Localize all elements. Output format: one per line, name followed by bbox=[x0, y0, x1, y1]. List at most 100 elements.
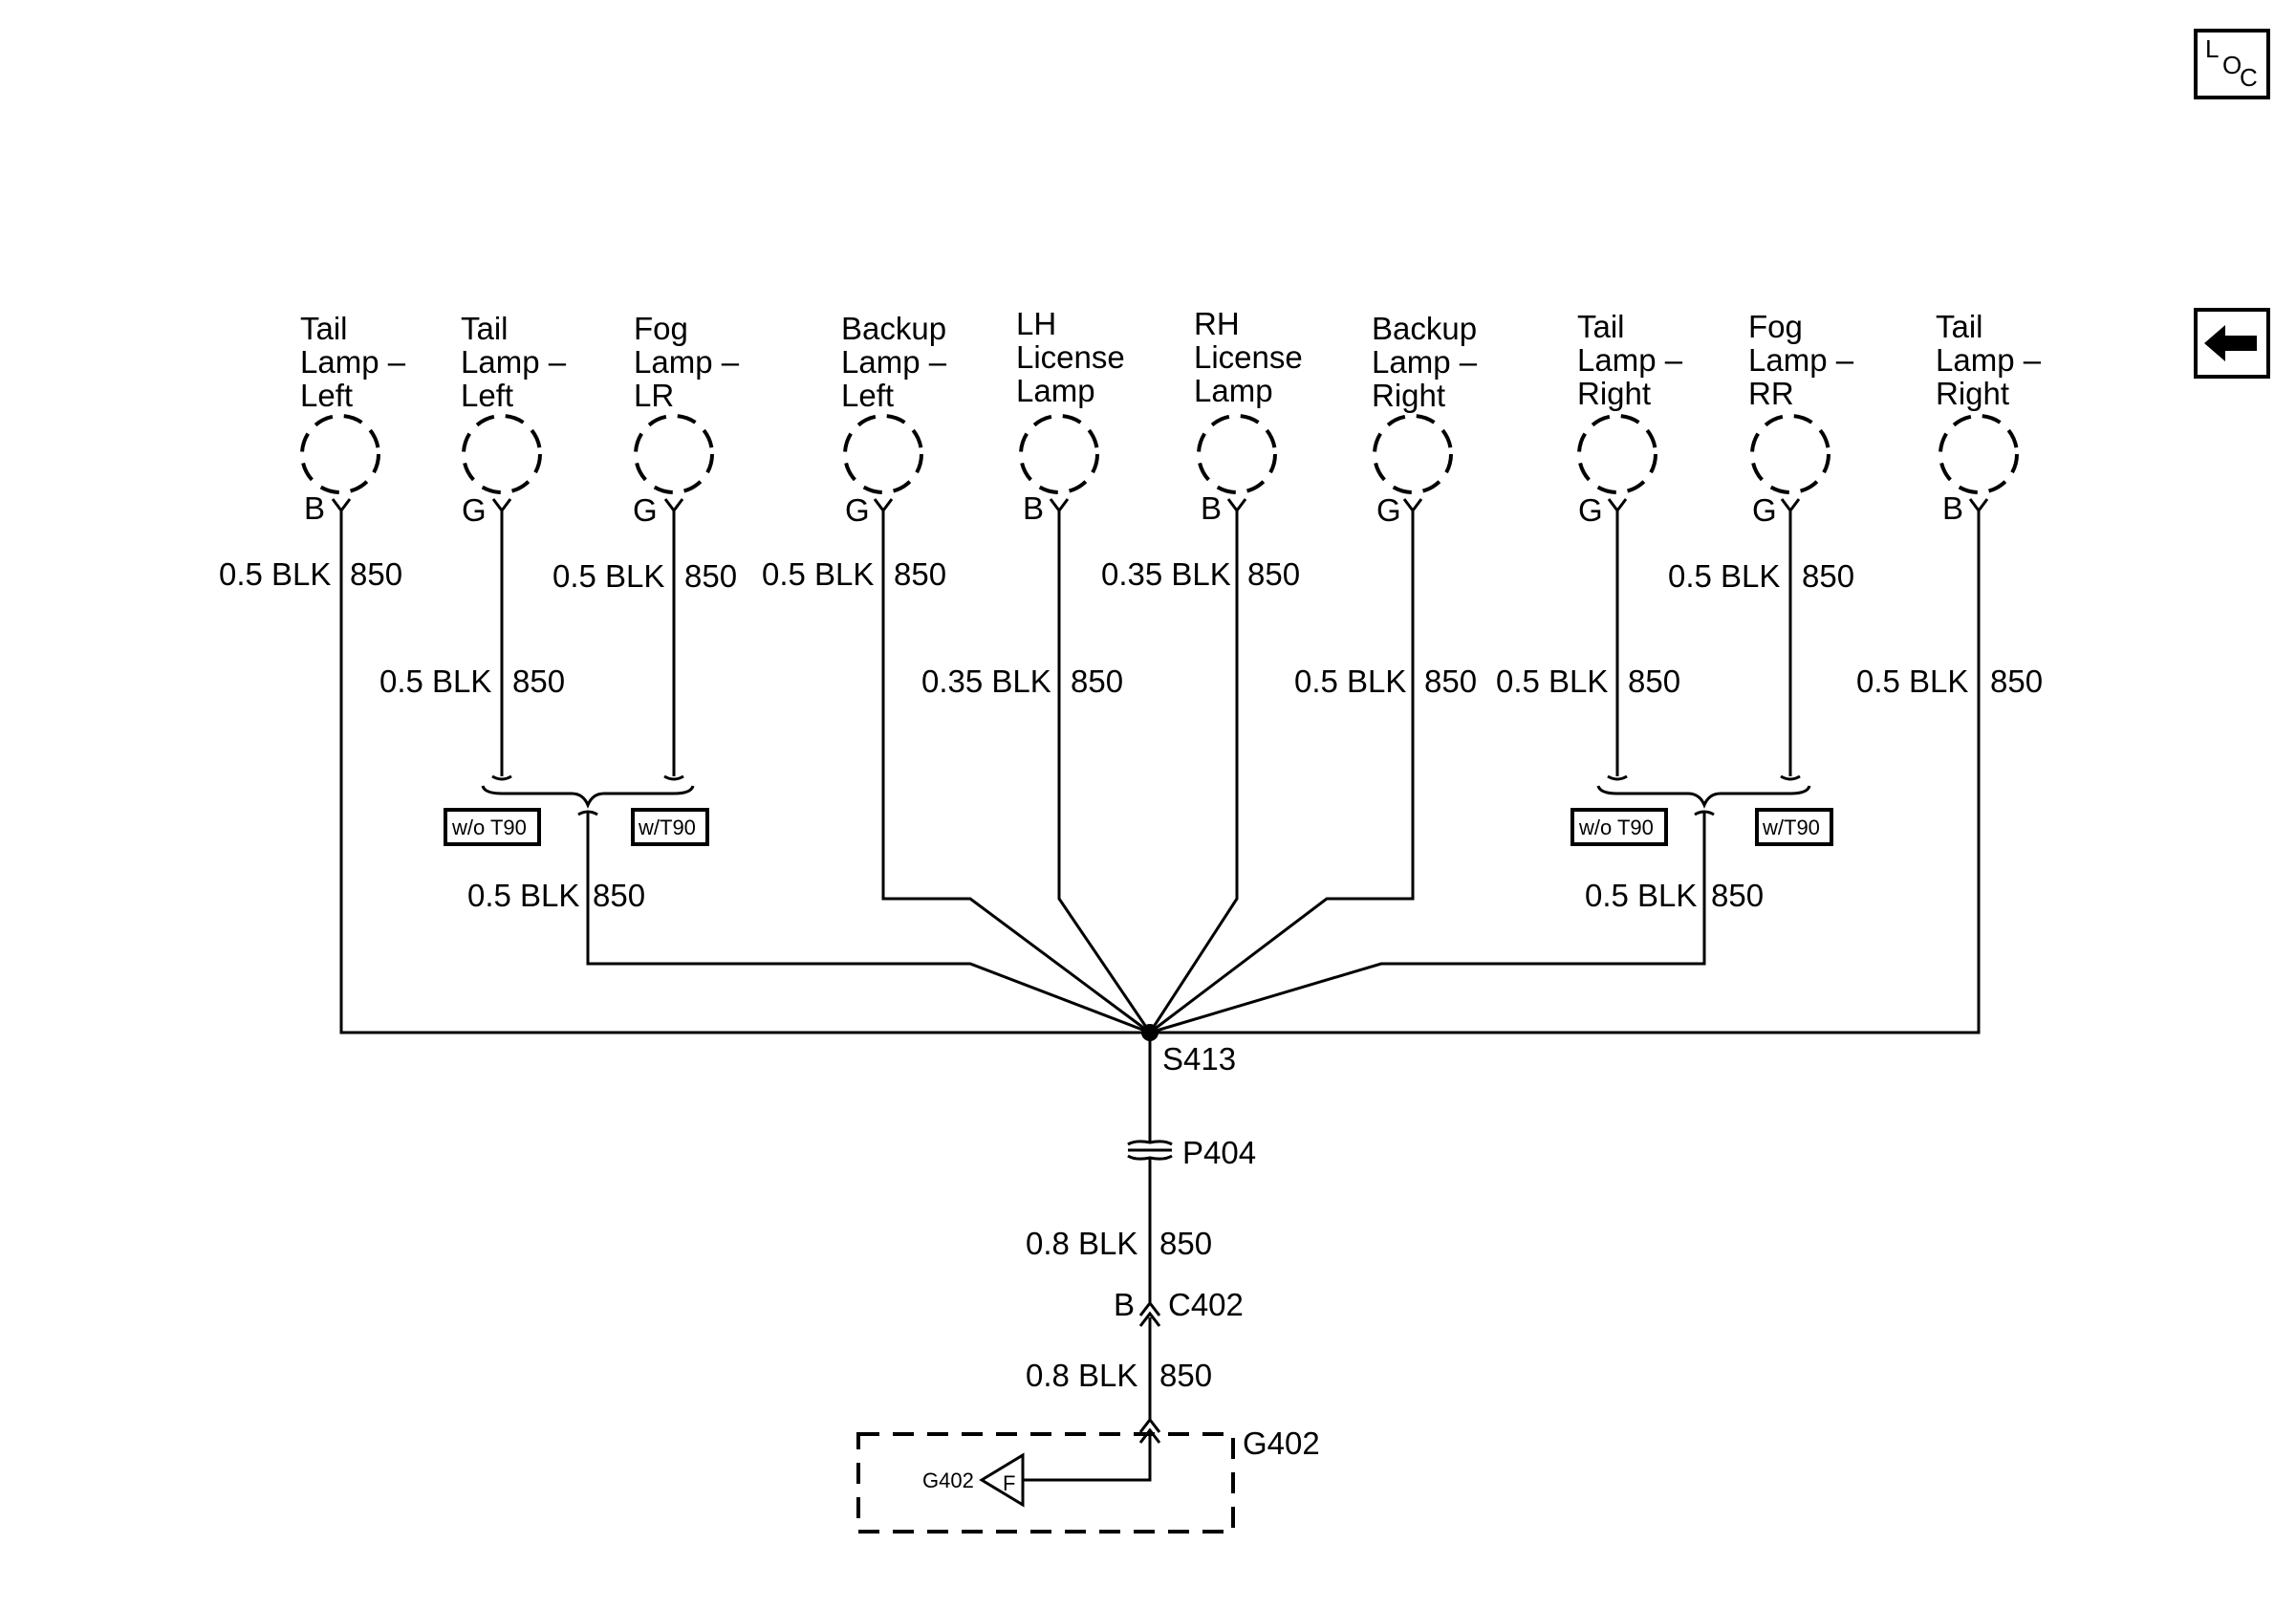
svg-text:G402: G402 bbox=[922, 1469, 974, 1492]
svg-text:850: 850 bbox=[684, 558, 737, 594]
svg-text:Lamp –: Lamp – bbox=[1372, 344, 1478, 380]
terminal-y-marks bbox=[331, 498, 1989, 513]
terminal-label: G bbox=[462, 492, 487, 528]
terminal-label: B bbox=[1023, 490, 1044, 526]
terminal-label: B bbox=[1201, 490, 1222, 526]
pass-through-label: P404 bbox=[1182, 1135, 1256, 1170]
svg-text:Lamp –: Lamp – bbox=[1936, 342, 2042, 378]
terminal-label: G bbox=[845, 492, 870, 528]
ground-g402: G402 F G402 bbox=[856, 1417, 1320, 1534]
loc-l-glyph: L bbox=[2205, 34, 2219, 63]
lamp-label-backup-left: Backup Lamp – Left bbox=[841, 311, 947, 413]
svg-text:850: 850 bbox=[894, 556, 946, 592]
svg-text:Tail: Tail bbox=[1577, 309, 1625, 344]
svg-text:0.5 BLK: 0.5 BLK bbox=[552, 558, 664, 594]
back-button[interactable] bbox=[2194, 308, 2270, 379]
svg-text:Tail: Tail bbox=[461, 311, 509, 346]
svg-text:Left: Left bbox=[300, 378, 353, 413]
terminal-label: G bbox=[1752, 492, 1777, 528]
lamp-label-tail-right-2: Tail Lamp – Right bbox=[1936, 309, 2042, 411]
ground-component-box bbox=[856, 1432, 1235, 1534]
svg-text:Lamp: Lamp bbox=[1016, 373, 1095, 408]
svg-text:Right: Right bbox=[1577, 376, 1651, 411]
lamp-label-rh-license: RH License Lamp bbox=[1194, 306, 1303, 408]
svg-text:0.35 BLK: 0.35 BLK bbox=[921, 664, 1051, 699]
lamp-icon bbox=[1373, 414, 1453, 494]
svg-text:Right: Right bbox=[1372, 378, 1445, 413]
svg-text:Backup: Backup bbox=[841, 311, 946, 346]
location-button[interactable]: L O C bbox=[2194, 29, 2270, 99]
svg-text:0.5 BLK: 0.5 BLK bbox=[379, 664, 491, 699]
svg-text:Backup: Backup bbox=[1372, 311, 1477, 346]
ground-reference-icon bbox=[979, 1452, 1025, 1508]
svg-text:RR: RR bbox=[1748, 376, 1794, 411]
svg-text:850: 850 bbox=[350, 556, 402, 592]
svg-text:LR: LR bbox=[634, 378, 674, 413]
terminal-label: G bbox=[1376, 492, 1401, 528]
svg-text:0.5 BLK: 0.5 BLK bbox=[467, 878, 579, 913]
svg-text:0.5 BLK: 0.5 BLK bbox=[1585, 878, 1697, 913]
ground-wires bbox=[339, 511, 1981, 1482]
lamp-label-tail-left-1: Tail Lamp – Left bbox=[300, 311, 406, 413]
connector-c402: B C402 bbox=[1114, 1287, 1244, 1327]
lamp-label-tail-right-1: Tail Lamp – Right bbox=[1577, 309, 1683, 411]
svg-text:850: 850 bbox=[512, 664, 565, 699]
svg-text:850: 850 bbox=[1159, 1226, 1212, 1261]
svg-text:850: 850 bbox=[593, 878, 645, 913]
splice-label: S413 bbox=[1162, 1041, 1236, 1077]
left-arrow-icon bbox=[2204, 325, 2257, 361]
svg-text:0.8 BLK: 0.8 BLK bbox=[1026, 1358, 1137, 1393]
svg-text:Lamp –: Lamp – bbox=[1748, 342, 1854, 378]
terminal-label: B bbox=[304, 490, 325, 526]
pass-through-p404: P404 bbox=[1127, 1135, 1256, 1170]
svg-text:Lamp –: Lamp – bbox=[634, 344, 740, 380]
lamp-labels: Tail Lamp – Left Tail Lamp – Left Fog La… bbox=[300, 306, 2042, 413]
svg-text:Lamp: Lamp bbox=[1194, 373, 1273, 408]
loc-o-glyph: O bbox=[2222, 51, 2242, 79]
svg-text:License: License bbox=[1194, 339, 1303, 375]
lamp-label-backup-right: Backup Lamp – Right bbox=[1372, 311, 1478, 413]
lamp-icon bbox=[462, 414, 542, 494]
connector-terminal: B bbox=[1114, 1287, 1135, 1322]
svg-text:w/T90: w/T90 bbox=[638, 816, 696, 839]
svg-text:F: F bbox=[1003, 1471, 1015, 1495]
lamp-icon bbox=[843, 414, 923, 494]
svg-text:w/o T90: w/o T90 bbox=[1578, 816, 1654, 839]
wire-labels: 0.5 BLK 850 0.5 BLK 850 0.5 BLK 850 0.35… bbox=[219, 556, 2043, 1393]
ground-label: G402 bbox=[1243, 1425, 1320, 1461]
svg-text:Fog: Fog bbox=[1748, 309, 1803, 344]
svg-text:850: 850 bbox=[1159, 1358, 1212, 1393]
option-with-t90-left[interactable]: w/T90 bbox=[631, 808, 709, 846]
svg-text:Fog: Fog bbox=[634, 311, 688, 346]
svg-text:0.5 BLK: 0.5 BLK bbox=[1856, 664, 1968, 699]
svg-text:Lamp –: Lamp – bbox=[841, 344, 947, 380]
svg-text:850: 850 bbox=[1711, 878, 1764, 913]
loc-c-glyph: C bbox=[2240, 63, 2258, 92]
svg-text:0.5 BLK: 0.5 BLK bbox=[1668, 558, 1780, 594]
option-without-t90-right[interactable]: w/o T90 bbox=[1570, 808, 1668, 846]
svg-text:0.5 BLK: 0.5 BLK bbox=[762, 556, 874, 592]
svg-text:Left: Left bbox=[461, 378, 513, 413]
option-bracket-left: w/o T90 w/T90 bbox=[444, 774, 709, 846]
lamp-label-fog-lr: Fog Lamp – LR bbox=[634, 311, 740, 413]
lamp-terminals: B G G G B B G G G B bbox=[304, 490, 1989, 528]
svg-text:RH: RH bbox=[1194, 306, 1240, 341]
svg-text:0.35 BLK: 0.35 BLK bbox=[1101, 556, 1231, 592]
terminal-label: G bbox=[1578, 492, 1603, 528]
svg-text:License: License bbox=[1016, 339, 1125, 375]
option-with-t90-right[interactable]: w/T90 bbox=[1755, 808, 1833, 846]
svg-text:Left: Left bbox=[841, 378, 894, 413]
option-without-t90-left[interactable]: w/o T90 bbox=[444, 808, 541, 846]
lamp-icon bbox=[634, 414, 714, 494]
connector-label: C402 bbox=[1168, 1287, 1244, 1322]
svg-text:850: 850 bbox=[1802, 558, 1854, 594]
svg-text:Tail: Tail bbox=[300, 311, 348, 346]
svg-text:850: 850 bbox=[1424, 664, 1477, 699]
lamp-symbols bbox=[300, 414, 2019, 494]
svg-text:w/o T90: w/o T90 bbox=[451, 816, 527, 839]
lamp-icon bbox=[300, 414, 380, 494]
lamp-icon bbox=[1019, 414, 1099, 494]
svg-text:850: 850 bbox=[1071, 664, 1123, 699]
svg-text:Lamp –: Lamp – bbox=[461, 344, 567, 380]
svg-text:Tail: Tail bbox=[1936, 309, 1983, 344]
